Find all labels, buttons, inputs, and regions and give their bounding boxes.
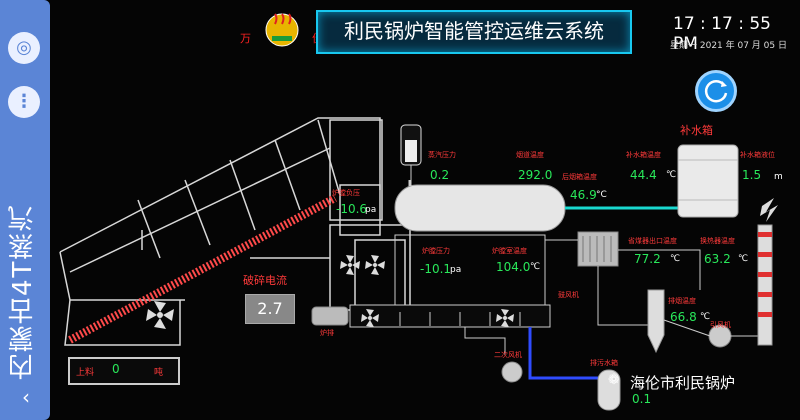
drain-level-value: 0.1 bbox=[632, 392, 652, 406]
furnace-neg-pressure-unit: pa bbox=[365, 205, 377, 215]
clock-date: 星期一 2021 年 07 月 05 日 bbox=[670, 41, 787, 51]
clock-time: 17 : 17 : 55 PM bbox=[673, 14, 771, 54]
steam-pressure-value: 0.2 bbox=[430, 168, 450, 182]
makeup-tank bbox=[677, 144, 739, 218]
furnace-pressure-unit: pa bbox=[450, 265, 462, 275]
furnace-chamber-temp-unit: ℃ bbox=[530, 262, 541, 272]
wechat-icon: ❁ bbox=[608, 372, 620, 388]
feed-counter: 上料 0 吨 bbox=[68, 357, 180, 385]
chimney bbox=[757, 224, 773, 346]
feed-counter-value: 0 bbox=[112, 362, 120, 376]
makeup-tank-level-label: 补水箱液位 bbox=[740, 151, 775, 159]
furnace-chamber-temp-label: 炉膛室温度 bbox=[492, 247, 527, 255]
makeup-tank-level-unit: m bbox=[774, 172, 783, 182]
conveyor-belt bbox=[68, 194, 337, 344]
sidebar: ◎ ⋮ 内蒙古4T蒸汽 ‹ bbox=[0, 0, 50, 420]
secondary-fan-label: 二次风机 bbox=[494, 351, 522, 359]
after-flue-temp-unit: °C bbox=[596, 190, 607, 200]
furnace-chamber-temp-value: 104.0 bbox=[496, 260, 531, 274]
after-flue-temp-value: 46.9 bbox=[570, 188, 597, 202]
economizer bbox=[577, 231, 619, 267]
economizer-out-temp-label: 省煤器出口温度 bbox=[628, 237, 677, 245]
heat-exchanger-temp-unit: ℃ bbox=[738, 254, 749, 264]
more-dots-icon[interactable]: ⋮ bbox=[8, 86, 40, 118]
hopper-fan bbox=[146, 301, 174, 329]
target-icon[interactable]: ◎ bbox=[8, 32, 40, 64]
makeup-tank-temp-label: 补水箱温度 bbox=[626, 151, 661, 159]
makeup-tank-label: 补水箱 bbox=[680, 124, 713, 137]
feed-counter-label: 上料 bbox=[76, 368, 95, 378]
feed-counter-unit: 吨 bbox=[154, 368, 164, 378]
furnace-neg-pressure-value: -10.6 bbox=[336, 202, 368, 216]
drain-tank-label: 排污水箱 bbox=[590, 359, 618, 367]
steam-pressure-label: 蒸汽压力 bbox=[428, 151, 456, 159]
watermark-text: 海伦市利民锅炉 bbox=[630, 374, 736, 392]
economizer-out-temp-value: 77.2 bbox=[634, 252, 661, 266]
makeup-tank-temp-value: 44.4 bbox=[630, 168, 657, 182]
flue-temp-value: 292.0 bbox=[518, 168, 553, 182]
drain-pipe bbox=[528, 327, 600, 380]
refresh-icon[interactable] bbox=[695, 70, 737, 112]
steam-drum bbox=[394, 184, 566, 232]
flue-temp-label: 烟道温度 bbox=[516, 151, 544, 159]
scada-screen: 万 佳 利民锅炉智能管控运维云系统 17 : 17 : 55 PM 星期一 20… bbox=[50, 0, 800, 420]
drum-fan-label: 鼓风机 bbox=[558, 291, 579, 299]
boiler-diagram bbox=[59, 117, 778, 411]
back-chevron-icon[interactable]: ‹ bbox=[22, 385, 30, 409]
makeup-tank-temp-unit: ℃ bbox=[666, 170, 677, 180]
furnace-neg-pressure-label: 炉膛负压 bbox=[332, 189, 360, 197]
induced-fan-label: 引风机 bbox=[710, 321, 731, 329]
heat-exchanger-temp-label: 换热器温度 bbox=[700, 237, 735, 245]
secondary-fan-body bbox=[501, 361, 523, 383]
economizer-out-temp-unit: ℃ bbox=[670, 254, 681, 264]
crusher-current-value: 2.7 bbox=[245, 294, 295, 324]
grate-motor bbox=[311, 306, 349, 326]
dust-collector bbox=[647, 289, 665, 354]
makeup-tank-level-value: 1.5 bbox=[742, 168, 762, 182]
logo-text-left: 万 bbox=[240, 32, 251, 45]
exhaust-temp-unit: ℃ bbox=[700, 312, 711, 322]
page-title: 利民锅炉智能管控运维云系统 bbox=[316, 10, 632, 54]
heat-exchanger-temp-value: 63.2 bbox=[704, 252, 731, 266]
exhaust-temp-label: 排烟温度 bbox=[668, 297, 696, 305]
company-logo-icon bbox=[265, 13, 299, 47]
after-flue-temp-label: 后烟箱温度 bbox=[562, 173, 597, 181]
crusher-current-label: 破碎电流 bbox=[243, 274, 287, 287]
sidebar-title: 内蒙古4T蒸汽 bbox=[8, 203, 38, 380]
furnace-grate-label: 炉排 bbox=[320, 329, 334, 337]
furnace-pressure-value: -10.1 bbox=[420, 262, 452, 276]
smoke-icon bbox=[760, 198, 778, 222]
exhaust-temp-value: 66.8 bbox=[670, 310, 697, 324]
drain-tank bbox=[597, 369, 621, 411]
furnace-pressure-label: 炉膛压力 bbox=[422, 247, 450, 255]
